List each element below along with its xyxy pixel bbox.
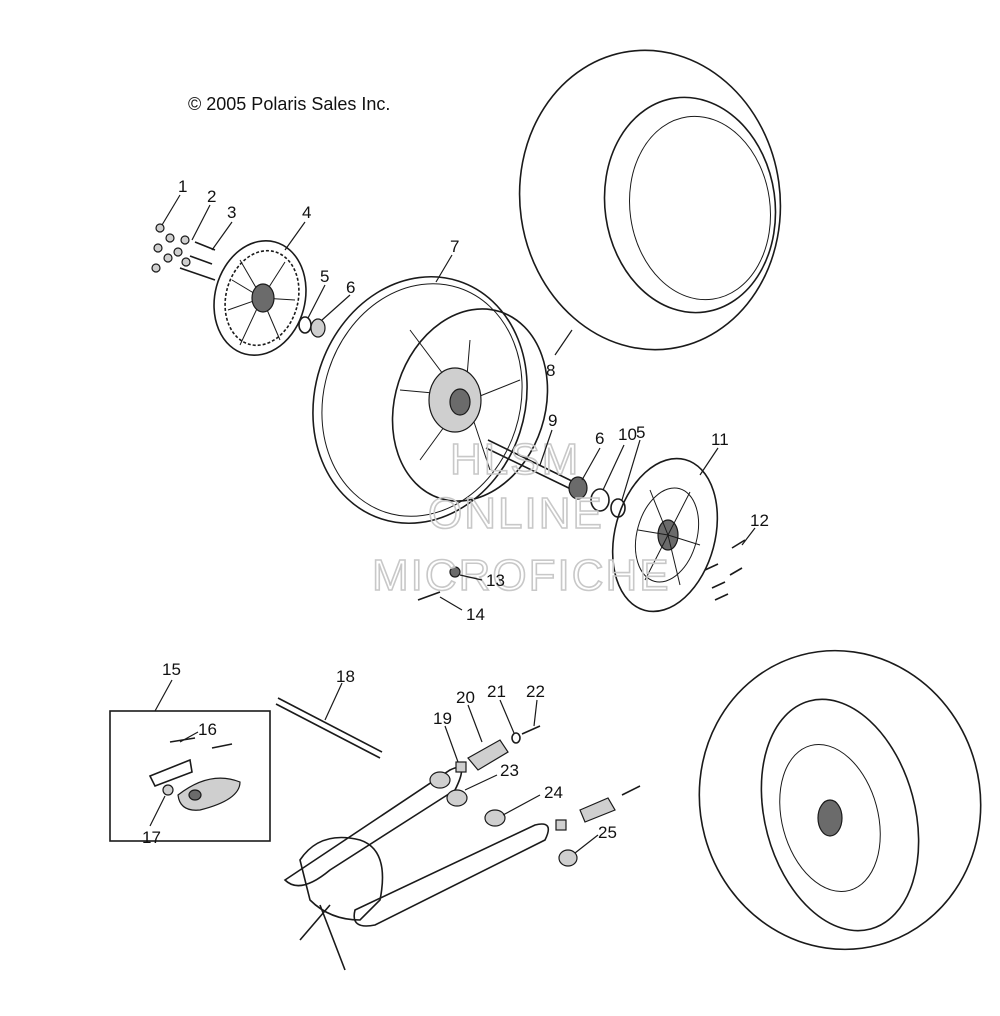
valve-cap <box>417 591 441 601</box>
assembled-wheel <box>698 649 982 951</box>
callout-12: 12 <box>750 511 769 530</box>
disc-bolts <box>704 539 746 601</box>
washer-21 <box>511 732 521 744</box>
callout-1: 1 <box>178 177 187 196</box>
callout-15: 15 <box>162 660 181 679</box>
callout-16: 16 <box>198 720 217 739</box>
copyright-text: © 2005 Polaris Sales Inc. <box>188 94 390 114</box>
callout-2: 2 <box>207 187 216 206</box>
sprocket-hardware <box>151 223 216 281</box>
valve-stem <box>449 566 461 578</box>
axle-nut-25 <box>558 849 578 867</box>
callout-11: 11 <box>711 430 729 449</box>
callout-5: 5 <box>320 267 329 286</box>
callouts: 1 2 3 4 5 6 7 8 9 6 10 5 11 12 13 14 15 … <box>142 177 769 847</box>
callout-9: 9 <box>548 411 557 430</box>
adjuster-block-right <box>555 819 567 831</box>
inset-parts <box>148 737 241 811</box>
rear-tire <box>518 49 782 351</box>
bushing-24 <box>484 809 506 827</box>
callout-8: 8 <box>546 361 555 380</box>
svg-text:HLSM: HLSM <box>450 435 580 484</box>
rear-sprocket <box>213 239 307 357</box>
bolt-right <box>621 785 641 796</box>
callout-14: 14 <box>466 605 485 624</box>
callout-19: 19 <box>433 709 452 728</box>
bearing-right <box>568 476 588 500</box>
callout-5b: 5 <box>636 423 645 442</box>
brake-disc <box>611 457 719 613</box>
adjuster-block-19 <box>455 761 467 773</box>
callout-18: 18 <box>336 667 355 686</box>
callout-23: 23 <box>500 761 519 780</box>
callout-10: 10 <box>618 425 637 444</box>
svg-text:ONLINE: ONLINE <box>428 489 604 538</box>
callout-25: 25 <box>598 823 617 842</box>
watermark: HLSM ONLINE MICROFICHE <box>371 434 671 601</box>
callout-24: 24 <box>544 783 563 802</box>
bearing-left <box>310 318 326 338</box>
snap-ring <box>590 488 610 512</box>
callout-13: 13 <box>486 571 505 590</box>
leader-lines <box>149 194 756 854</box>
inset-box <box>109 710 271 842</box>
callout-17: 17 <box>142 828 161 847</box>
callout-6: 6 <box>346 278 355 297</box>
adjuster-plate-right <box>579 797 616 823</box>
callout-7: 7 <box>450 237 459 256</box>
spacer-left <box>298 316 312 334</box>
callout-4: 4 <box>302 203 311 222</box>
swingarm <box>283 766 550 971</box>
rear-axle <box>485 439 581 493</box>
callout-20: 20 <box>456 688 475 707</box>
spacer-right <box>610 498 626 518</box>
callout-22: 22 <box>526 682 545 701</box>
callout-21: 21 <box>487 682 506 701</box>
callout-6b: 6 <box>595 429 604 448</box>
adjuster-plate-20 <box>467 739 509 771</box>
callout-3: 3 <box>227 203 236 222</box>
svg-text:MICROFICHE: MICROFICHE <box>372 551 671 600</box>
rear-wheel <box>312 275 549 525</box>
bushing-23 <box>446 789 468 807</box>
pivot-bolt <box>275 697 383 759</box>
bolt-22 <box>521 725 541 735</box>
